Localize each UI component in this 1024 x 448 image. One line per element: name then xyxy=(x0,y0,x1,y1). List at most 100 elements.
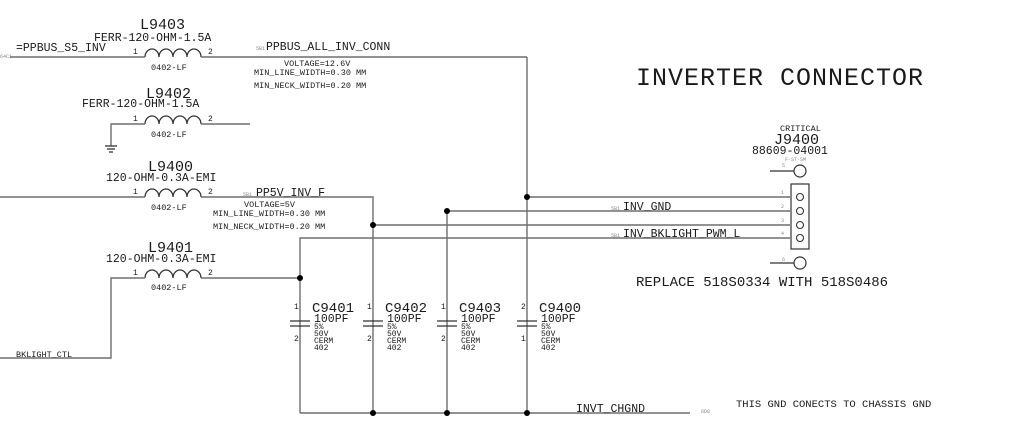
pin-label: 2 xyxy=(208,269,213,278)
pin-label: 4 xyxy=(781,231,784,237)
sheet-title: INVERTER CONNECTOR xyxy=(636,64,924,93)
net-tag: 5B1 xyxy=(611,206,620,212)
connector-pin-4[interactable]: 4 xyxy=(781,231,805,243)
inductor-coil-icon xyxy=(144,188,202,198)
junction-dot xyxy=(297,275,303,281)
capacitor-package: 402 xyxy=(461,344,476,353)
inductor-value: FERR-120-OHM-1.5A xyxy=(82,98,199,111)
junction-dot xyxy=(444,410,450,416)
pin-label: 1 xyxy=(367,303,372,312)
net-min-line: MIN_LINE_WIDTH=0.30 MM xyxy=(254,68,366,78)
pin-contact-icon xyxy=(795,192,805,202)
connector-pin-1[interactable]: 1 xyxy=(781,190,805,202)
capacitor-tolerance: 5% xyxy=(387,323,397,332)
junction-dot xyxy=(370,410,376,416)
replace-note: REPLACE 518S0334 WITH 518S0486 xyxy=(636,275,888,291)
capacitor-tolerance: 5% xyxy=(461,323,471,332)
pin-label: 2 xyxy=(521,303,526,312)
pin-label: 2 xyxy=(441,335,446,344)
inductor-package: 0402-LF xyxy=(151,283,187,293)
capacitor-ref: C9403 xyxy=(459,301,501,317)
capacitor-tolerance: 5% xyxy=(314,323,324,332)
inductor-l9402[interactable]: L9402 FERR-120-OHM-1.5A 1 2 0402-LF xyxy=(82,86,213,140)
net-invt-chgnd[interactable]: INVT_CHGND xyxy=(576,403,645,416)
wire xyxy=(0,277,145,359)
capacitor-voltage: 50V xyxy=(387,330,402,339)
pin-label: 2 xyxy=(208,188,213,197)
inductor-l9400[interactable]: L9400 120-OHM-0.3A-EMI 1 2 0402-LF xyxy=(106,159,216,213)
net-voltage: VOLTAGE=12.6V xyxy=(284,59,351,69)
ground-icon xyxy=(105,145,117,153)
pin-label: 1 xyxy=(521,335,526,344)
pin-label: 6 xyxy=(782,257,785,263)
capacitor-tolerance: 5% xyxy=(541,323,551,332)
capacitor-ref: C9401 xyxy=(312,301,354,317)
pin-label: 1 xyxy=(441,303,446,312)
inductor-ref: L9400 xyxy=(148,159,193,176)
pin-label: 2 xyxy=(367,335,372,344)
pin-label: 5 xyxy=(782,163,785,169)
capacitor-value: 100PF xyxy=(461,313,496,326)
net-voltage: VOLTAGE=5V xyxy=(244,200,296,210)
connector-footprint: F-ST-SM xyxy=(785,157,806,163)
wire xyxy=(201,196,374,413)
net-min-neck: MIN_NECK_WIDTH=0.20 MM xyxy=(213,222,325,232)
net-inv-bklight-pwm-l[interactable]: INV_BKLIGHT_PWM_L xyxy=(623,228,740,241)
net-inv-gnd[interactable]: INV_GND xyxy=(623,201,671,214)
inductor-coil-icon xyxy=(144,48,202,58)
wire xyxy=(110,123,145,146)
pin-label: 1 xyxy=(133,115,138,124)
capacitor-package: 402 xyxy=(541,344,556,353)
connector-pin-2[interactable]: 2 xyxy=(781,204,805,216)
inductor-value: 120-OHM-0.3A-EMI xyxy=(106,172,216,185)
connector-j9400[interactable]: CRITICAL J9400 88609-04001 F-ST-SM 5 6 1… xyxy=(752,124,828,270)
inductor-l9401[interactable]: L9401 120-OHM-0.3A-EMI 1 2 0402-LF xyxy=(106,240,216,293)
net-bklight-ctl[interactable]: BKLIGHT_CTL xyxy=(16,350,72,360)
pin-label: 2 xyxy=(781,204,784,210)
capacitor-dielectric: CERM xyxy=(314,337,333,346)
mount-pin-icon xyxy=(793,256,807,270)
capacitor-dielectric: CERM xyxy=(387,337,406,346)
pin-contact-icon xyxy=(795,220,805,230)
junction-dot xyxy=(444,208,450,214)
net-tag: 5B1 xyxy=(611,233,620,239)
capacitor-voltage: 50V xyxy=(541,330,556,339)
pin-contact-icon xyxy=(795,233,805,243)
capacitor-ref: C9402 xyxy=(385,301,427,317)
pin-label: 1 xyxy=(133,188,138,197)
junction-dot xyxy=(524,194,530,200)
chassis-gnd-note: THIS GND CONECTS TO CHASSIS GND xyxy=(736,399,931,411)
inductor-value: 120-OHM-0.3A-EMI xyxy=(106,253,216,266)
connector-part: 88609-04001 xyxy=(752,145,828,158)
capacitor-value: 100PF xyxy=(314,313,349,326)
pin-label: 1 xyxy=(294,303,299,312)
inductor-ref: L9402 xyxy=(146,86,191,103)
pin-label: 1 xyxy=(133,269,138,278)
pin-label: 2 xyxy=(208,115,213,124)
capacitor-value: 100PF xyxy=(387,313,422,326)
net-pp5v-inv-f[interactable]: PP5V_INV_F xyxy=(256,187,325,200)
pin-label: 2 xyxy=(294,335,299,344)
pin-label: 2 xyxy=(208,48,213,57)
connector-critical: CRITICAL xyxy=(780,124,821,134)
inductor-l9403[interactable]: L9403 FERR-120-OHM-1.5A 1 2 0402-LF xyxy=(94,17,213,73)
net-min-neck: MIN_NECK_WIDTH=0.20 MM xyxy=(254,81,366,91)
inductor-value: FERR-120-OHM-1.5A xyxy=(94,32,211,45)
net-ppbus-all-inv-conn[interactable]: PPBUS_ALL_INV_CONN xyxy=(266,41,390,54)
net-tag: 5B1 xyxy=(256,46,265,52)
capacitor-dielectric: CERM xyxy=(461,337,480,346)
connector-pin-3[interactable]: 3 xyxy=(781,218,805,230)
capacitor-ref: C9400 xyxy=(539,301,581,317)
pin-label: 1 xyxy=(781,190,784,196)
capacitor-voltage: 50V xyxy=(461,330,476,339)
inductor-package: 0402-LF xyxy=(151,130,187,140)
connector-body xyxy=(790,183,810,250)
inductor-ref: L9403 xyxy=(140,17,185,34)
inductor-package: 0402-LF xyxy=(151,203,187,213)
net-ppbus-s5-inv[interactable]: =PPBUS_S5_INV xyxy=(16,42,106,55)
